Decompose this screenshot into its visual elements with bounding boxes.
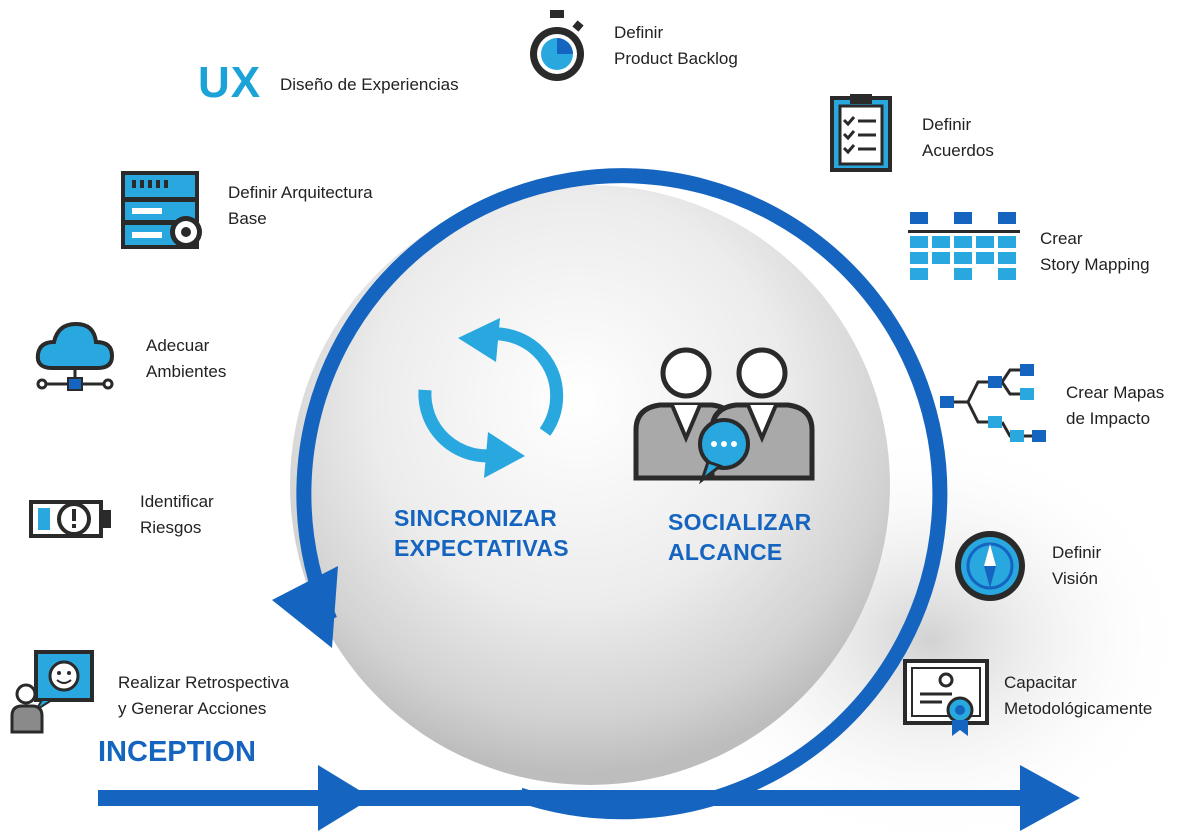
server-gear-icon bbox=[121, 171, 202, 249]
inception-label: INCEPTION bbox=[98, 736, 256, 768]
cycle-ring bbox=[296, 168, 948, 820]
sync-arrowhead-bottom bbox=[484, 432, 525, 478]
timeline-arrow-mid-head bbox=[318, 765, 372, 831]
clipboard-checklist-icon bbox=[830, 94, 892, 172]
central-sphere bbox=[290, 185, 890, 785]
impact-map-tree-icon bbox=[940, 364, 1046, 442]
timeline-arrow-head bbox=[1020, 765, 1080, 831]
compass-icon bbox=[955, 531, 1025, 601]
stopwatch-icon bbox=[530, 10, 584, 81]
person-smile-icon bbox=[10, 650, 94, 734]
cloud-network-icon bbox=[35, 321, 115, 391]
certificate-icon bbox=[903, 659, 989, 736]
risk-warning-icon bbox=[29, 500, 111, 538]
team-chat-icon bbox=[633, 347, 815, 485]
timeline-arrow-shaft bbox=[98, 790, 1038, 806]
sync-arrowhead-top bbox=[458, 318, 500, 362]
ux-logo-text: UX bbox=[198, 58, 262, 107]
story-map-grid-icon bbox=[908, 212, 1020, 280]
label-ux-diseno: Diseño de Experiencias bbox=[280, 75, 459, 94]
cycle-arrowhead bbox=[272, 566, 338, 648]
